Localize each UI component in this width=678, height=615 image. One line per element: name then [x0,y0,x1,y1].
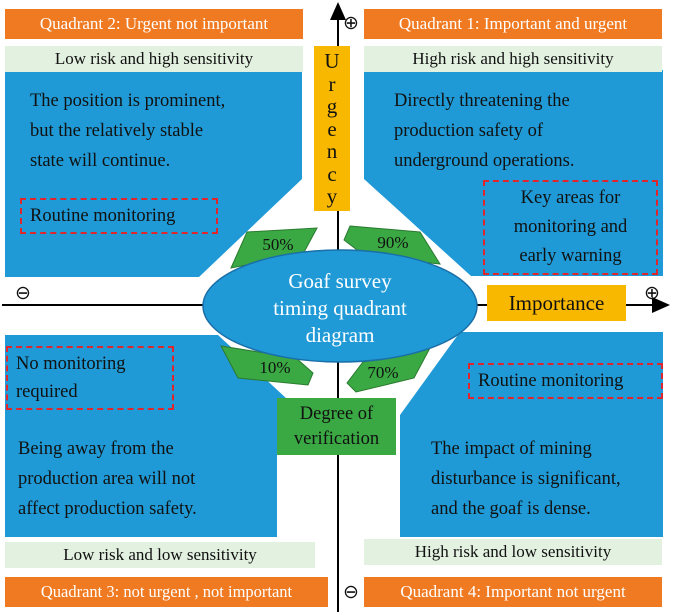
quadrant-3-monitoring-box: No monitoring required [6,346,174,410]
quadrant-1-panel [364,70,663,276]
quadrant-3-title: Quadrant 3: not urgent , not important [5,577,328,607]
percent-shape-q4 [346,347,431,393]
urgency-axis-label: U r g e n c y [314,46,350,211]
percent-label-q1: 90% [377,233,409,252]
quadrant-2-panel [5,70,302,277]
quadrant-1-monitoring-box: Key areas for monitoring and early warni… [483,180,658,275]
importance-axis-label: Importance [487,285,626,321]
vertical-plus-symbol: ⊕ [343,13,359,34]
verification-axis-label: Degree of verification [277,398,396,455]
percent-label-q2: 50% [262,235,294,254]
quadrant-1-title: Quadrant 1: Important and urgent [364,9,662,39]
center-ellipse [202,249,478,363]
quadrant-2-description: The position is prominent, but the relat… [30,91,226,171]
horizontal-plus-symbol: ⊕ [644,283,660,304]
vertical-minus-symbol: ⊖ [343,582,359,603]
percent-label-q3: 10% [259,358,291,377]
quadrant-4-description: The impact of mining disturbance is sign… [431,439,621,519]
quadrant-3-description: Being away from the production area will… [18,439,197,519]
quadrant-3-risk-label: Low risk and low sensitivity [5,542,315,568]
quadrant-4-title: Quadrant 4: Important not urgent [364,577,662,607]
quadrant-2-title: Quadrant 2: Urgent not important [5,9,303,39]
quadrant-1-description: Directly threatening the production safe… [394,91,575,171]
quadrant-1-risk-label: High risk and high sensitivity [364,46,662,72]
quadrant-4-panel [400,332,663,537]
quadrant-2-monitoring-box: Routine monitoring [20,198,218,234]
quadrant-2-risk-label: Low risk and high sensitivity [5,46,303,72]
quadrant-3-panel [5,335,301,537]
quadrant-4-risk-label: High risk and low sensitivity [364,539,662,565]
horizontal-minus-symbol: ⊖ [15,283,31,304]
center-diagram-title: Goaf survey timing quadrant diagram [273,269,407,347]
quadrant-4-monitoring-box: Routine monitoring [468,363,663,399]
percent-label-q4: 70% [367,363,399,382]
